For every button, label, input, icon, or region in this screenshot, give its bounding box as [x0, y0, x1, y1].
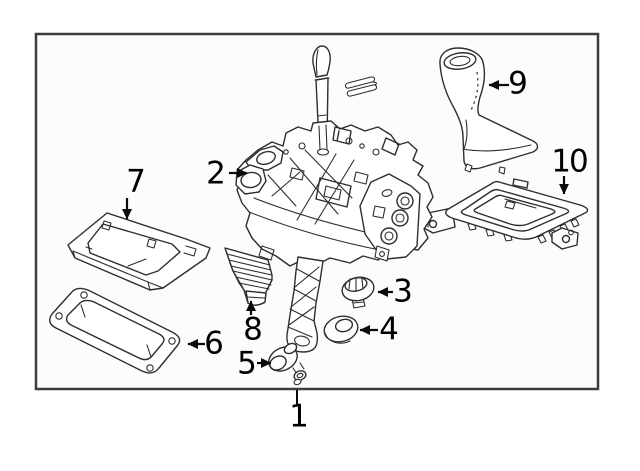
part-10-bezel-drawing — [422, 178, 589, 250]
callout-label-2: 2 — [206, 155, 226, 192]
part-5-ball-stud-drawing — [268, 342, 307, 386]
part-6-seal-plate-drawing — [49, 287, 181, 374]
callout-label-8: 8 — [243, 311, 263, 348]
part-4-bushing-drawing — [323, 315, 359, 344]
callout-label-4: 4 — [379, 311, 399, 348]
retainer-clip-drawing — [344, 76, 378, 97]
callout-label-9: 9 — [508, 65, 528, 102]
callout-label-7: 7 — [126, 163, 146, 200]
callout-label-3: 3 — [393, 273, 413, 310]
callout-label-6: 6 — [204, 325, 224, 362]
part-7-bracket-plate-drawing — [67, 212, 211, 291]
part-2-shifter-assembly-drawing — [235, 120, 434, 353]
callout-label-10: 10 — [551, 143, 588, 180]
callout-label-5: 5 — [237, 345, 257, 382]
part-3-grommet-drawing — [341, 276, 375, 309]
callout-arrows — [122, 80, 569, 404]
part-9-shift-knob-drawing — [439, 47, 539, 175]
callout-label-1: 1 — [289, 398, 309, 435]
